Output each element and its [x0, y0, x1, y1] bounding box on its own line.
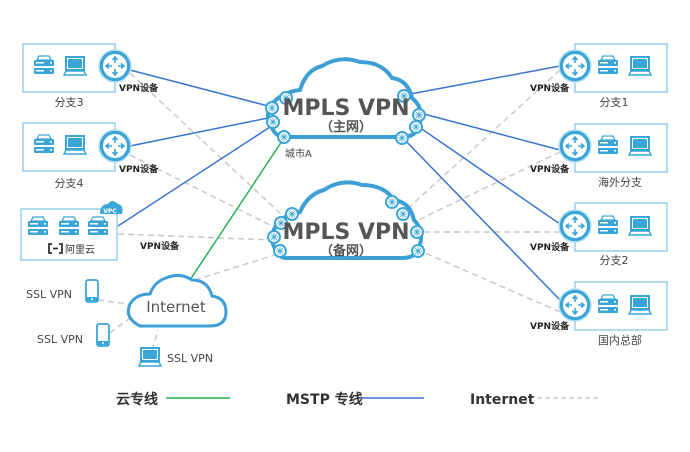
internet-links	[97, 69, 561, 351]
site-branch3[interactable]: VPN设备 分支3	[22, 43, 159, 109]
site-name: 海外分支	[598, 175, 642, 189]
site-name: 分支3	[55, 96, 84, 109]
internet-link	[417, 249, 561, 313]
ssl-client-phone-2[interactable]: SSL VPN	[37, 323, 110, 347]
mstp-link	[129, 117, 269, 147]
ssl-client-laptop[interactable]: SSL VPN	[138, 347, 213, 367]
internet-cloud: Internet	[126, 273, 228, 328]
node-icon	[277, 130, 291, 144]
site-branch4[interactable]: VPN设备 分支4	[22, 122, 159, 190]
vpn-device-label: VPN设备	[530, 82, 570, 94]
mstp-link	[401, 136, 561, 301]
node-icon	[396, 207, 410, 221]
legend: 云专线 MSTP 专线 Internet	[116, 391, 600, 408]
internet-link	[129, 154, 277, 229]
site-name: 分支4	[55, 177, 84, 190]
ssl-vpn-label: SSL VPN	[37, 333, 83, 346]
mpls-primary-cloud: MPLS VPN （主网） 城市A	[265, 57, 426, 160]
internet-link	[409, 151, 561, 225]
site-aliyun[interactable]: VPC 阿里云 VPN设备	[20, 201, 180, 261]
node-icon	[285, 207, 299, 221]
node-icon	[265, 101, 279, 115]
vpn-router-icon	[557, 208, 593, 244]
phone-icon	[85, 279, 99, 303]
internet-link	[117, 233, 275, 241]
node-icon	[273, 244, 287, 258]
site-name: 阿里云	[65, 244, 95, 256]
vpc-cloud-icon	[100, 201, 123, 214]
vpn-device-label: VPN设备	[119, 163, 159, 175]
aliyun-logo-icon	[48, 243, 63, 254]
mstp-link	[117, 126, 271, 227]
internet-link	[129, 72, 283, 216]
legend-label-cloud-dedicated: 云专线	[116, 391, 158, 408]
site-overseas-branch[interactable]: VPN设备 海外分支	[530, 123, 668, 189]
primary-cloud-title: MPLS VPN	[282, 96, 409, 121]
primary-cloud-subtitle: （主网）	[320, 119, 372, 135]
node-icon	[412, 108, 426, 122]
vpn-device-label: VPN设备	[119, 82, 159, 94]
vpn-device-label: VPN设备	[530, 320, 570, 332]
node-icon	[395, 131, 409, 145]
cloud-dedicated-link	[187, 137, 285, 284]
internet-link	[151, 329, 159, 351]
site-domestic-hq[interactable]: VPN设备 国内总部	[530, 281, 668, 347]
phone-icon	[96, 323, 110, 347]
backup-cloud-subtitle: （备网）	[320, 243, 372, 259]
vpn-router-icon	[557, 287, 593, 323]
ssl-vpn-label: SSL VPN	[167, 352, 213, 365]
internet-link	[403, 69, 561, 213]
node-icon	[410, 225, 424, 239]
node-icon	[266, 115, 280, 129]
node-icon	[385, 195, 399, 209]
city-a-label: 城市A	[285, 147, 312, 160]
backup-cloud-title: MPLS VPN	[282, 220, 409, 245]
vpn-router-icon	[557, 48, 593, 84]
vpn-router-icon	[557, 128, 593, 164]
mstp-links	[117, 65, 561, 301]
vpn-router-icon	[97, 128, 133, 164]
legend-label-internet: Internet	[470, 392, 535, 408]
vpn-device-label: VPN设备	[530, 163, 570, 175]
site-name: 国内总部	[598, 333, 642, 347]
site-name: 分支1	[600, 96, 629, 109]
site-branch2[interactable]: VPN设备 分支2	[530, 202, 668, 267]
node-icon	[409, 120, 423, 134]
internet-link	[194, 253, 279, 281]
mstp-link	[415, 124, 561, 225]
node-icon	[267, 230, 281, 244]
vpn-device-label: VPN设备	[530, 241, 570, 253]
internet-cloud-title: Internet	[146, 298, 206, 316]
legend-label-mstp: MSTP 专线	[286, 391, 363, 408]
vpn-device-label: VPN设备	[140, 240, 180, 252]
site-branch1[interactable]: VPN设备 分支1	[530, 43, 668, 109]
ssl-client-phone-1[interactable]: SSL VPN	[26, 279, 99, 303]
internet-link	[97, 299, 129, 305]
internet-link	[109, 317, 131, 334]
vpc-badge: VPC	[103, 208, 117, 215]
mpls-backup-cloud: MPLS VPN （备网）	[267, 180, 425, 260]
laptop-icon	[138, 347, 162, 367]
mstp-link	[129, 69, 273, 108]
vpn-router-icon	[97, 48, 133, 84]
mstp-link	[404, 65, 561, 96]
ssl-vpn-label: SSL VPN	[26, 288, 72, 301]
site-name: 分支2	[600, 254, 629, 267]
mstp-link	[419, 112, 561, 151]
node-icon	[411, 244, 425, 258]
